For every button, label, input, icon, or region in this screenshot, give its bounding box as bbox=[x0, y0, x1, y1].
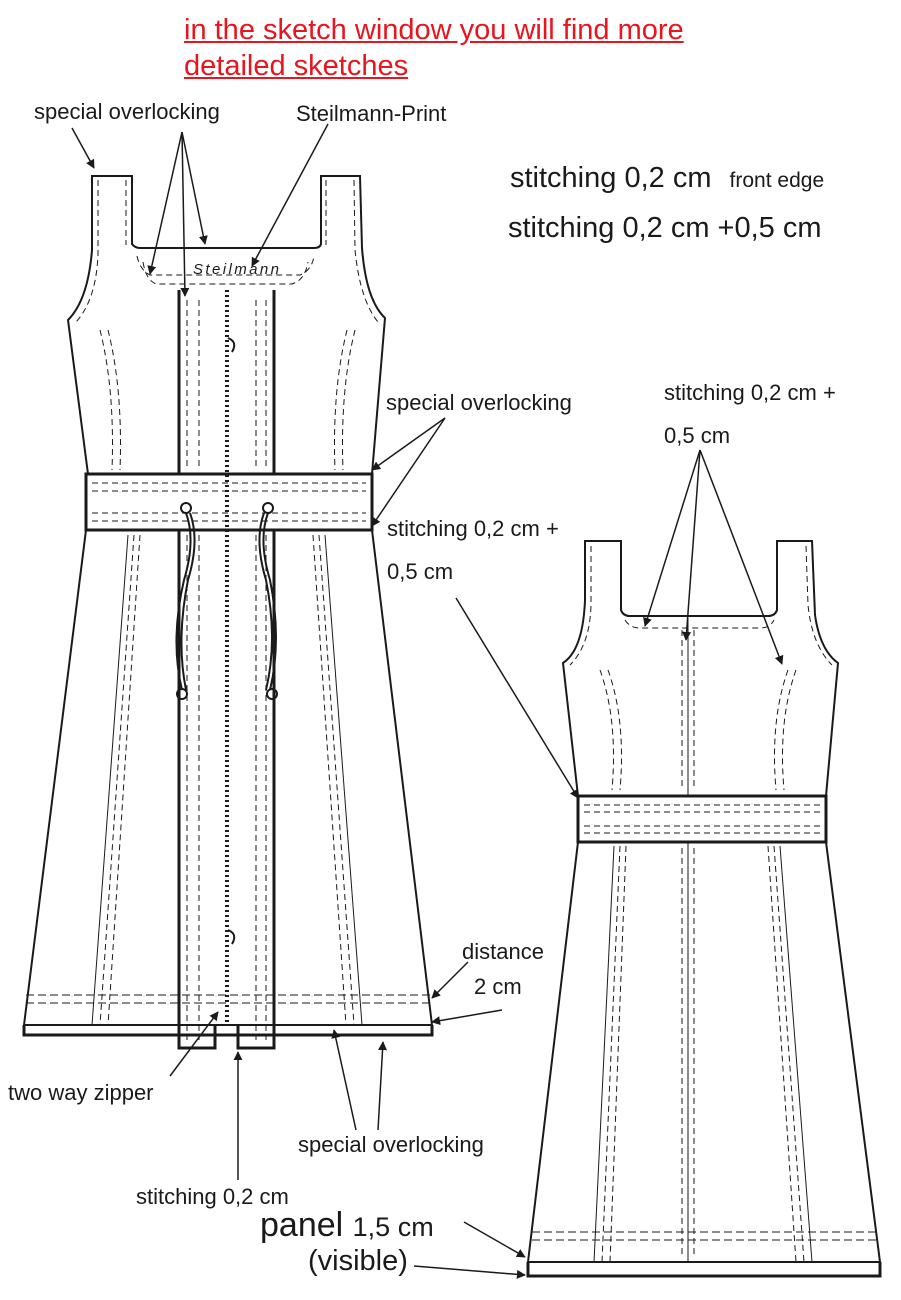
back-skirt-outline bbox=[526, 841, 882, 1263]
notice-line-2: detailed sketches bbox=[184, 50, 409, 82]
back-label-stitching-line2: 0,5 cm bbox=[664, 423, 731, 448]
back-label-stitching-line1: stitching 0,2 cm + bbox=[664, 380, 836, 405]
label-two-way-zipper: two way zipper bbox=[8, 1080, 154, 1105]
back-bodice-outline bbox=[561, 540, 840, 797]
label-panel-visible: (visible) bbox=[308, 1245, 408, 1277]
label-panel-word: panel bbox=[260, 1206, 344, 1244]
label-special-overlocking-top: special overlocking bbox=[34, 99, 220, 124]
label-special-overlocking-waist: special overlocking bbox=[386, 390, 572, 415]
spec-stitch-front-main: stitching 0,2 cm bbox=[510, 162, 712, 194]
back-waistband bbox=[576, 794, 828, 844]
label-steilmann-print: Steilmann-Print bbox=[296, 101, 447, 126]
front-view-dress bbox=[22, 175, 434, 1050]
spec-stitch-double: stitching 0,2 cm +0,5 cm bbox=[508, 212, 822, 244]
label-distance-line2: 2 cm bbox=[474, 974, 522, 999]
spec-stitch-front-edge: stitching 0,2 cm front edge bbox=[510, 164, 824, 193]
label-stitching-bottom: stitching 0,2 cm bbox=[136, 1184, 289, 1209]
label-stitching-waist-line1: stitching 0,2 cm + bbox=[387, 516, 559, 541]
label-panel: panel 1,5 cm bbox=[260, 1208, 434, 1242]
steilmann-print-mark: Steilmann bbox=[193, 261, 279, 278]
front-bodice-outline bbox=[66, 175, 387, 475]
label-special-overlocking-hem: special overlocking bbox=[298, 1132, 484, 1157]
spec-stitch-front-suffix: front edge bbox=[729, 169, 825, 192]
notice-line-1: in the sketch window you will find more bbox=[184, 14, 684, 46]
back-view-dress bbox=[526, 540, 882, 1278]
annotation-arrows bbox=[71, 123, 784, 1279]
front-skirt-outline bbox=[22, 529, 434, 1026]
sketch-window-notice[interactable]: in the sketch window you will find more … bbox=[184, 12, 684, 84]
label-distance-line1: distance bbox=[462, 939, 544, 964]
label-panel-size: 1,5 cm bbox=[352, 1212, 434, 1242]
label-stitching-waist-line2: 0,5 cm bbox=[387, 559, 454, 584]
